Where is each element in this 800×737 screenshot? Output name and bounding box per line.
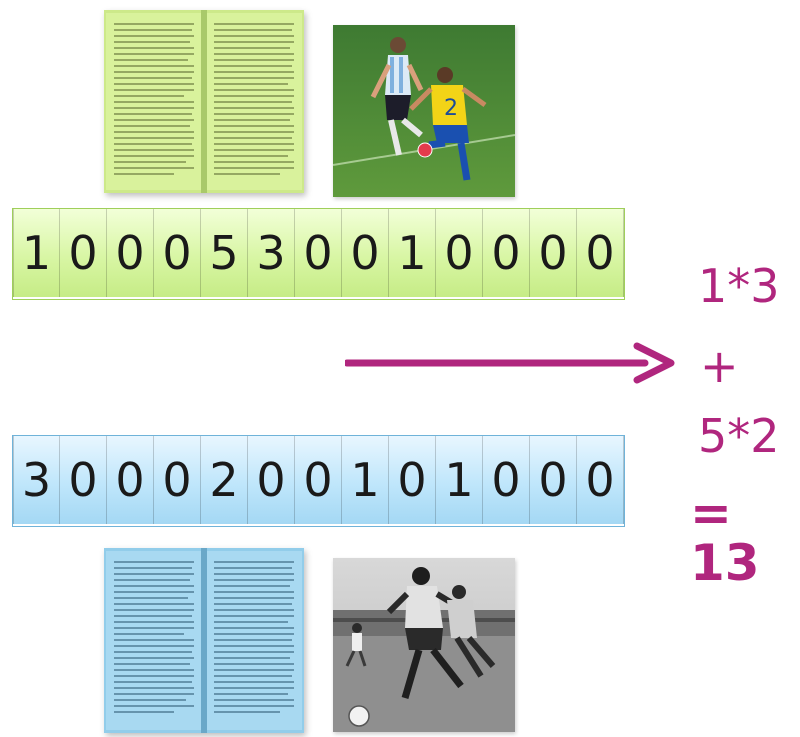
vector-cell: 1 — [436, 436, 483, 524]
top-vector: 1 0 0 0 5 3 0 0 1 0 0 0 0 — [12, 208, 625, 300]
modern-soccer-photo: 2 — [333, 25, 515, 197]
vector-cell: 2 — [201, 436, 248, 524]
vector-cell: 0 — [295, 209, 342, 297]
vector-cell: 5 — [201, 209, 248, 297]
vector-cell: 0 — [295, 436, 342, 524]
vintage-soccer-photo — [333, 558, 515, 732]
vector-cell: 0 — [577, 209, 624, 297]
calc-term-1: 1*3 — [698, 259, 780, 313]
svg-text:2: 2 — [444, 96, 458, 121]
vector-cell: 1 — [13, 209, 60, 297]
calc-term-2: 5*2 — [698, 409, 780, 463]
vector-cell: 0 — [60, 209, 107, 297]
vector-cell: 0 — [107, 436, 154, 524]
vector-cell: 0 — [107, 209, 154, 297]
vector-cell: 0 — [530, 436, 577, 524]
vector-cell: 0 — [248, 436, 295, 524]
bottom-vector: 3 0 0 0 2 0 0 1 0 1 0 0 0 — [12, 435, 625, 527]
vector-cell: 0 — [483, 436, 530, 524]
vector-cell: 0 — [530, 209, 577, 297]
vector-cell: 0 — [483, 209, 530, 297]
vector-cell: 0 — [154, 209, 201, 297]
vector-cell: 0 — [342, 209, 389, 297]
vector-cell: 0 — [577, 436, 624, 524]
vector-cell: 1 — [342, 436, 389, 524]
green-book-image — [104, 10, 304, 193]
vector-cell: 1 — [389, 209, 436, 297]
blue-book-image — [104, 548, 304, 733]
vector-cell: 0 — [436, 209, 483, 297]
vector-cell: 3 — [248, 209, 295, 297]
vector-cell: 0 — [154, 436, 201, 524]
right-arrow-icon — [345, 342, 675, 384]
vector-cell: 0 — [60, 436, 107, 524]
calc-result: = 13 — [690, 484, 760, 592]
vector-cell: 3 — [13, 436, 60, 524]
vector-cell: 0 — [389, 436, 436, 524]
calc-plus: + — [700, 339, 739, 393]
